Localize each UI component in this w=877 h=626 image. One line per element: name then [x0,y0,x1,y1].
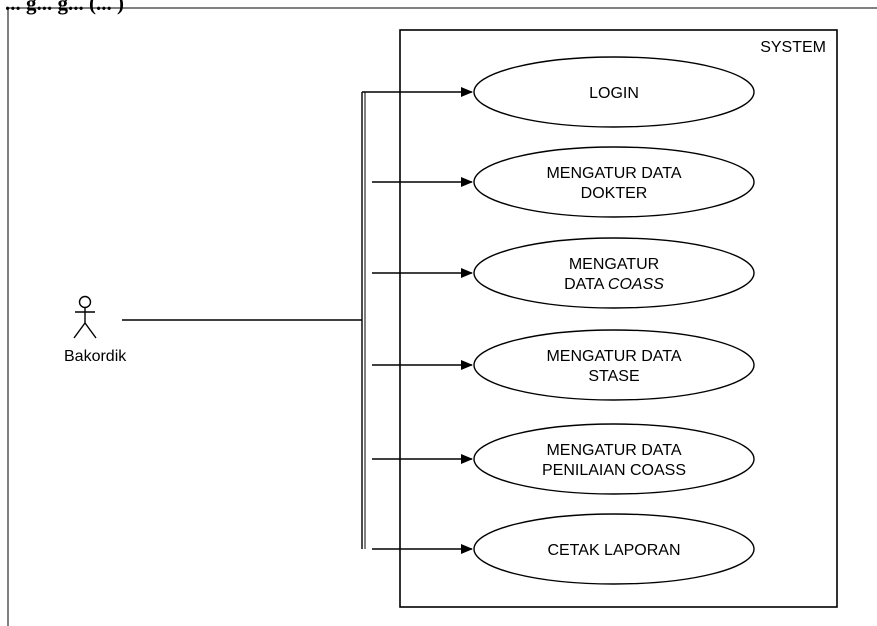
use-case-label: DATA COASS [564,276,664,293]
use-case-label-part: PENILAIAN COASS [542,462,686,479]
use-case-layer: LOGIN MENGATUR DATA DOKTER MENGATUR DATA COA… [473,56,755,585]
use-case-label-italic: COASS [608,276,664,293]
use-case-label: MENGATUR DATA [546,165,681,182]
connector-layer [122,87,473,554]
use-case-label-part: DATA [564,276,608,293]
use-case-label: DOKTER [581,185,648,202]
use-case[interactable]: CETAK LAPORAN [473,513,755,585]
actor-name: Bakordik [64,348,127,365]
use-case-ellipse [473,56,755,128]
use-case-label-part: MENGATUR DATA [546,442,681,459]
use-case-label: CETAK LAPORAN [547,542,680,559]
use-case-ellipse [473,423,755,495]
use-case-ellipse [473,513,755,585]
use-case-label-part: CETAK LAPORAN [547,542,680,559]
use-case-label: LOGIN [589,85,639,102]
use-case[interactable]: MENGATUR DATA DOKTER [473,146,755,218]
use-case-label-part: MENGATUR DATA [546,348,681,365]
use-case-label-part: LOGIN [589,85,639,102]
use-case-ellipse [473,237,755,309]
use-case-label: MENGATUR [569,256,659,273]
use-case-label: STASE [588,368,639,385]
use-case[interactable]: MENGATUR DATA PENILAIAN COASS [473,423,755,495]
use-case-ellipse [473,329,755,401]
use-case-label: PENILAIAN COASS [542,462,686,479]
use-case-label-part: DOKTER [581,185,648,202]
use-case[interactable]: LOGIN [473,56,755,128]
use-case-ellipse [473,146,755,218]
use-case-label: MENGATUR DATA [546,348,681,365]
use-case-label-part: MENGATUR [569,256,659,273]
system-boundary [399,29,838,608]
use-case-label: MENGATUR DATA [546,442,681,459]
use-case[interactable]: MENGATUR DATA COASS [473,237,755,309]
use-case-label-part: MENGATUR DATA [546,165,681,182]
use-case[interactable]: MENGATUR DATA STASE [473,329,755,401]
use-case-label-part: STASE [588,368,639,385]
actor-icon [73,295,97,339]
diagram-frame [7,7,877,626]
system-label: SYSTEM [760,39,826,56]
